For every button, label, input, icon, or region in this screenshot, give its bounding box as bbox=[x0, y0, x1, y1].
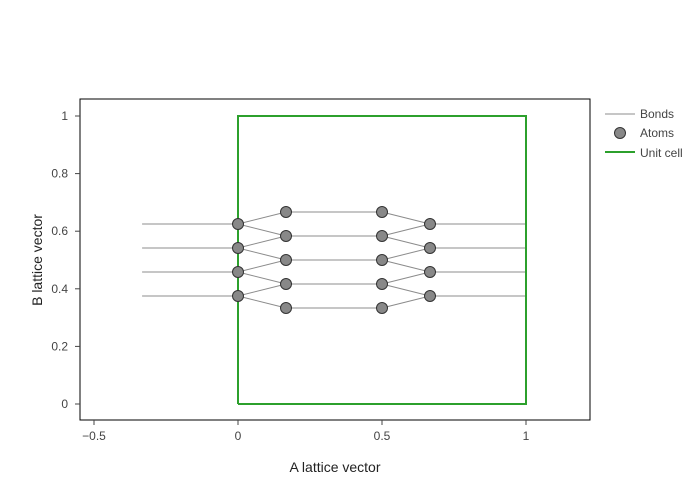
bond-line bbox=[237, 259, 287, 273]
y-tick-label: 0 bbox=[61, 397, 68, 411]
y-axis-title: B lattice vector bbox=[29, 214, 45, 306]
bond-line bbox=[381, 271, 431, 285]
bond-line bbox=[237, 223, 287, 237]
atom-marker bbox=[232, 218, 244, 230]
legend-atoms-label: Atoms bbox=[640, 126, 674, 140]
legend: Bonds Atoms Unit cell bbox=[605, 107, 683, 160]
atom-marker bbox=[376, 277, 388, 290]
bond-line bbox=[237, 235, 287, 249]
bond-line bbox=[381, 295, 431, 309]
atom-marker bbox=[280, 254, 293, 266]
legend-bonds-label: Bonds bbox=[640, 107, 674, 121]
bond-line bbox=[237, 295, 287, 309]
x-tick-label: −0.5 bbox=[82, 429, 106, 443]
atoms-series bbox=[232, 205, 437, 315]
bond-line bbox=[381, 247, 431, 261]
atom-marker bbox=[424, 266, 437, 279]
atom-marker bbox=[280, 277, 293, 290]
atom-marker bbox=[424, 218, 437, 230]
x-axis-title: A lattice vector bbox=[289, 459, 380, 475]
y-tick-label: 1 bbox=[61, 109, 68, 123]
bond-line bbox=[381, 235, 431, 249]
bond-line bbox=[237, 283, 287, 297]
atom-marker bbox=[280, 302, 293, 315]
atom-marker bbox=[376, 205, 388, 218]
x-axis: −0.5 0 0.5 1 bbox=[82, 420, 530, 443]
atom-marker bbox=[232, 290, 244, 302]
bond-line bbox=[381, 283, 431, 297]
atom-marker bbox=[280, 205, 293, 218]
y-tick-label: 0.8 bbox=[51, 167, 68, 181]
atom-marker bbox=[424, 241, 437, 254]
bond-line bbox=[237, 247, 287, 261]
bonds-series bbox=[142, 211, 526, 309]
bond-line bbox=[381, 259, 431, 273]
x-tick-label: 0 bbox=[235, 429, 242, 443]
plot-frame bbox=[79, 98, 591, 421]
bond-line bbox=[381, 223, 431, 237]
y-tick-label: 0.4 bbox=[51, 282, 68, 296]
bond-line bbox=[237, 211, 287, 225]
atom-marker bbox=[424, 290, 437, 302]
y-axis: 0 0.2 0.4 0.6 0.8 1 bbox=[51, 109, 80, 411]
legend-atoms-marker-icon bbox=[614, 127, 626, 139]
plot-area bbox=[142, 115, 527, 405]
bond-line bbox=[237, 271, 287, 285]
atom-marker bbox=[376, 254, 388, 266]
bond-line bbox=[381, 211, 431, 225]
atom-marker bbox=[232, 241, 244, 254]
atom-marker bbox=[280, 230, 293, 243]
legend-unit-cell-label: Unit cell bbox=[640, 146, 683, 160]
x-tick-label: 1 bbox=[523, 429, 530, 443]
atom-marker bbox=[376, 230, 388, 243]
x-tick-label: 0.5 bbox=[374, 429, 391, 443]
atom-marker bbox=[376, 302, 388, 315]
y-tick-label: 0.2 bbox=[51, 339, 68, 353]
unit-cell-outline bbox=[237, 115, 527, 405]
y-tick-label: 0.6 bbox=[51, 224, 68, 238]
atom-marker bbox=[232, 266, 244, 279]
